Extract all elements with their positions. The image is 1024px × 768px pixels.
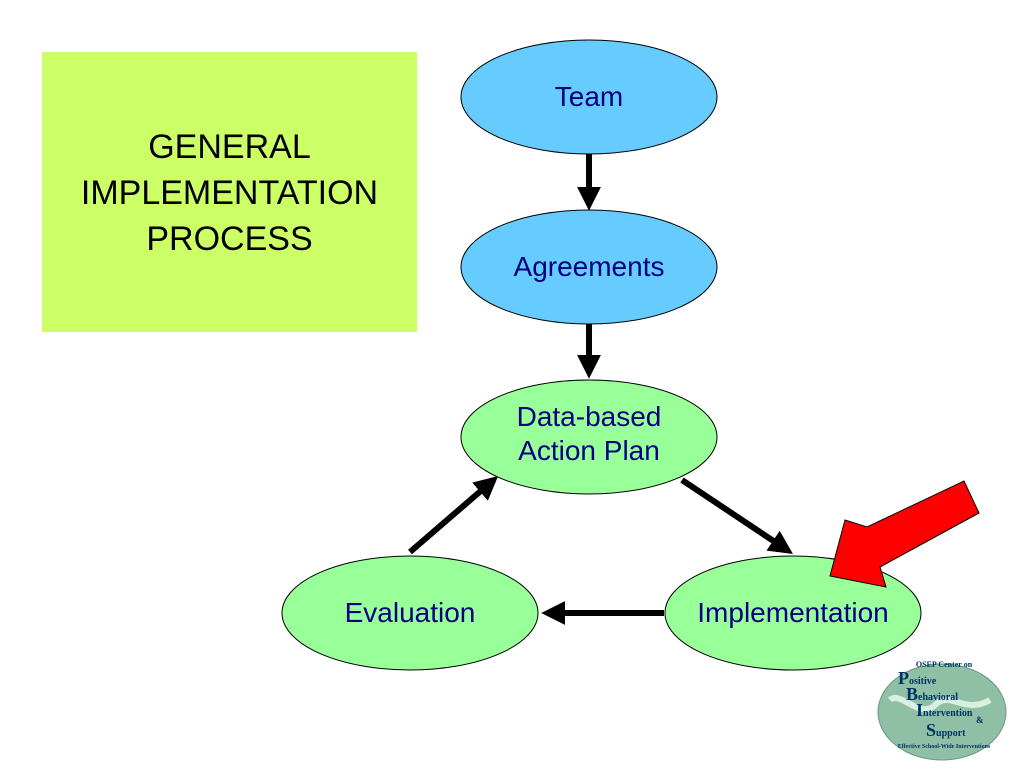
logo-bottom-text: Effective School-Wide Interventions xyxy=(897,744,991,750)
logo-word-support: Support xyxy=(926,720,965,741)
logo-word-positive: Positive xyxy=(898,668,936,689)
logo-word-positive-rest: ositive xyxy=(909,676,937,687)
logo-wave xyxy=(887,695,992,713)
pbis-logo: OSEP Center on Positive Behavioral Inter… xyxy=(874,660,1014,760)
node-label-agreements: Agreements xyxy=(461,240,717,294)
title-line-3: PROCESS xyxy=(146,220,313,258)
highlight-arrow xyxy=(829,480,980,588)
team-label-text: Team xyxy=(554,81,624,112)
implementation-label-text: Implementation xyxy=(697,597,889,628)
logo-word-behavioral: Behavioral xyxy=(906,684,958,705)
node-team xyxy=(460,39,718,155)
node-label-action-plan: Data-based Action Plan xyxy=(461,398,717,470)
logo-ampersand: & xyxy=(976,715,984,725)
logo-letter-s: S xyxy=(926,720,937,740)
logo-letter-b: B xyxy=(906,684,919,704)
node-agreements xyxy=(460,209,718,325)
logo-word-behavioral-rest: ehavioral xyxy=(918,692,959,703)
node-label-implementation: Implementation xyxy=(665,586,921,640)
node-label-team: Team xyxy=(461,70,717,124)
logo-word-support-rest: upport xyxy=(936,728,966,739)
logo-letter-p: P xyxy=(898,668,909,688)
title-line-1: GENERAL xyxy=(148,128,311,166)
logo-circle xyxy=(877,663,1007,761)
edge-action-plan-to-implementation xyxy=(680,477,793,554)
logo-letter-i: I xyxy=(916,700,924,720)
node-label-evaluation: Evaluation xyxy=(282,586,538,640)
logo-top-text: OSEP Center on xyxy=(915,660,973,669)
node-action-plan xyxy=(460,379,718,495)
node-evaluation xyxy=(281,555,539,671)
edge-evaluation-to-action-plan xyxy=(408,475,499,555)
node-implementation xyxy=(664,555,922,671)
logo-word-intervention-rest: ntervention xyxy=(923,708,973,719)
slide-title: GENERAL IMPLEMENTATION PROCESS xyxy=(81,124,378,262)
action-plan-line-1: Data-based xyxy=(516,401,662,432)
evaluation-label-text: Evaluation xyxy=(344,597,476,628)
title-line-2: IMPLEMENTATION xyxy=(80,174,379,212)
logo-word-intervention: Intervention xyxy=(916,700,972,721)
agreements-label-text: Agreements xyxy=(513,251,665,282)
title-box: GENERAL IMPLEMENTATION PROCESS xyxy=(42,52,417,332)
action-plan-line-2: Action Plan xyxy=(518,435,660,466)
